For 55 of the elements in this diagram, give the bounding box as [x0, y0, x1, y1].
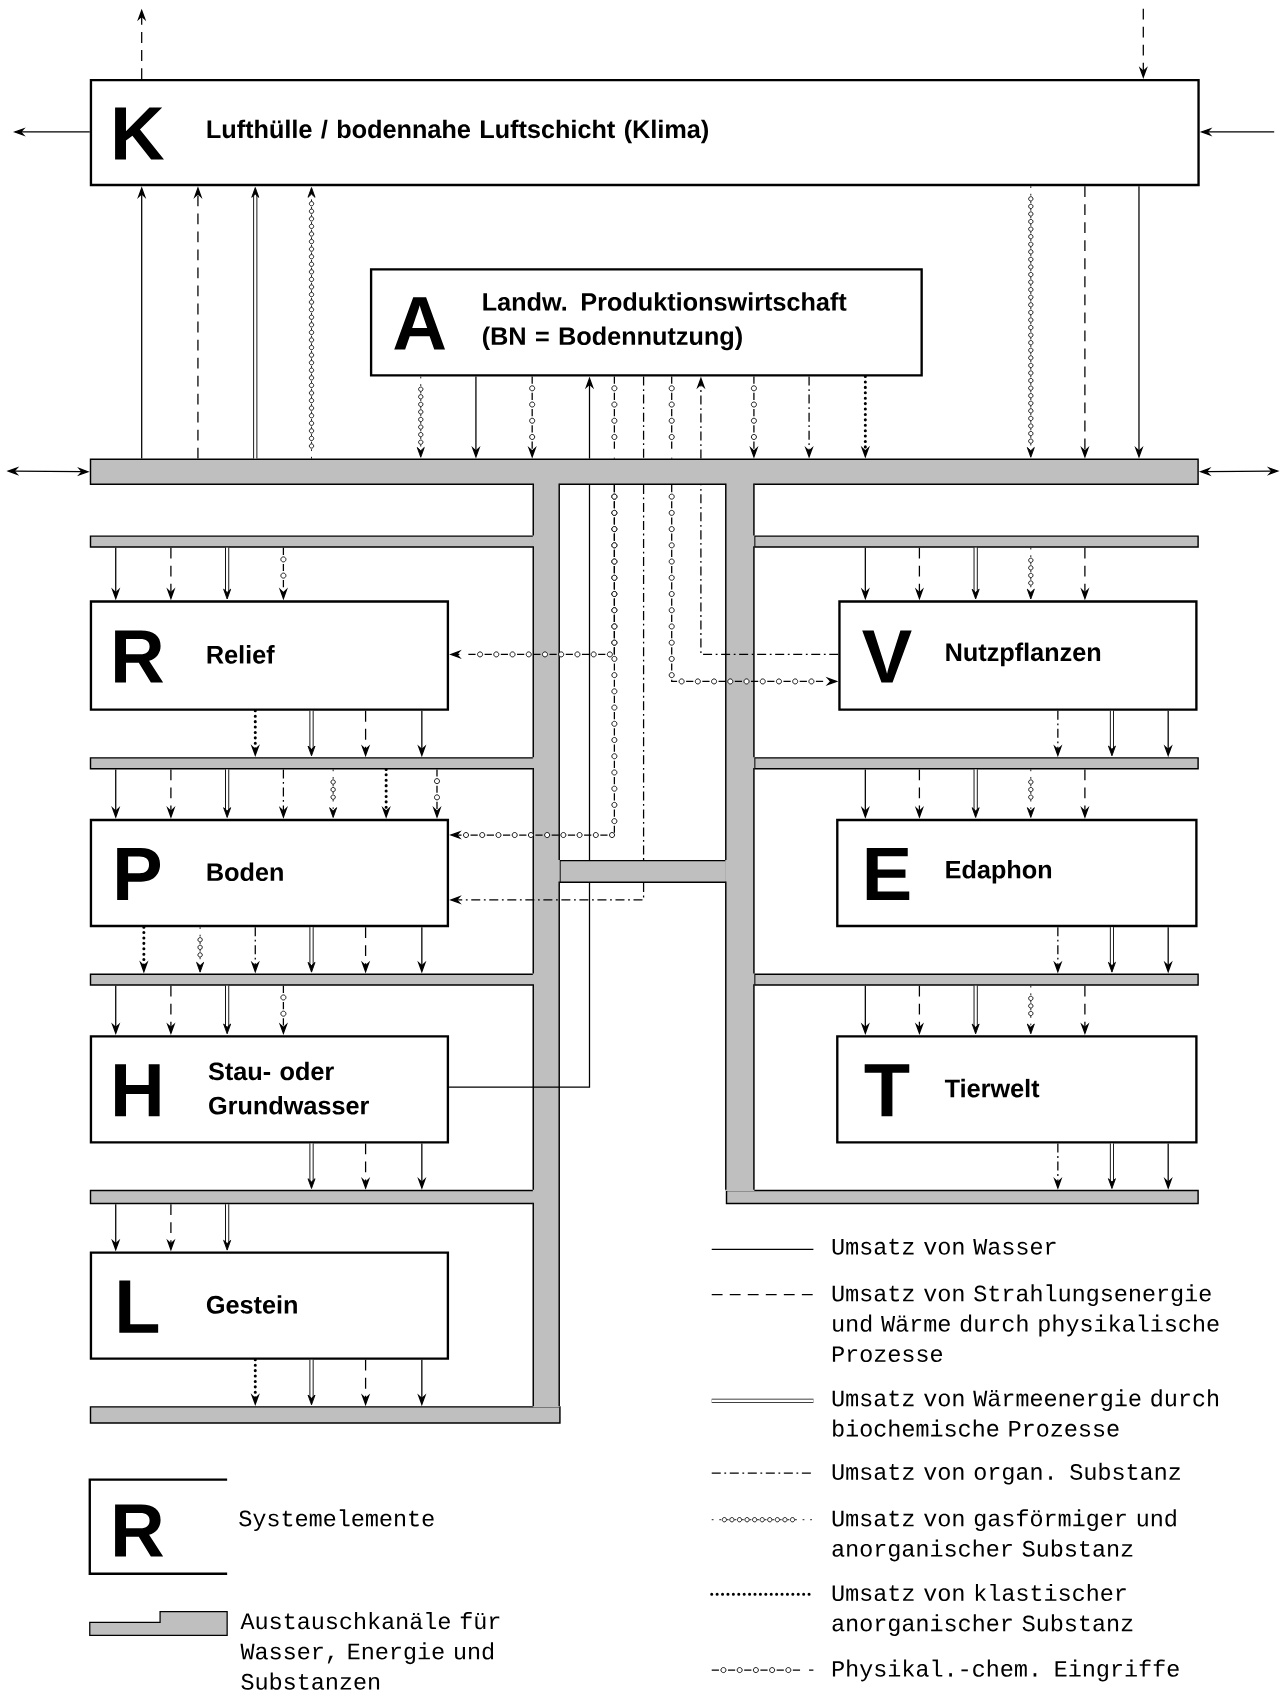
arrow [971, 547, 980, 600]
system-box: P Boden [89, 818, 450, 928]
system-box: A Landw. Produktionswirtschaft (BN = Bodennutzung) [369, 268, 923, 377]
arrow [1107, 1143, 1116, 1189]
channel-band [89, 458, 1199, 485]
arrow [971, 985, 980, 1035]
channel-band [89, 535, 535, 548]
system-box: K Lufthülle / bodennahe Luftschicht (Klima) [89, 78, 1200, 187]
system-box: L Gestein [89, 1251, 450, 1360]
arrow [223, 1204, 232, 1251]
legend-text: Umsatz von Strahlungsenergie und Wärme durch physikalische Prozesse [832, 1284, 1219, 1363]
legend-text: Systemelemente [239, 1509, 434, 1532]
arrow [307, 1359, 316, 1406]
system-box: R Relief [89, 600, 450, 711]
arrow [1026, 547, 1035, 600]
arrow [223, 547, 232, 600]
arrow [223, 985, 232, 1035]
arrow [196, 926, 205, 973]
arrow [416, 376, 425, 458]
channel-band [753, 757, 1199, 770]
channel-band [753, 535, 1199, 548]
arrow [307, 187, 316, 460]
arrow [971, 769, 980, 818]
system-box: H Stau- oder Grundwasser [89, 1035, 450, 1144]
box-letter: R [115, 1504, 164, 1557]
arrow [307, 710, 316, 757]
arrow [329, 768, 338, 818]
legend-text: Physikal.-chem. Eingriffe [832, 1659, 1179, 1682]
arrow [1026, 768, 1035, 818]
arrow [223, 769, 232, 818]
legend-text: Umsatz von Wasser [832, 1238, 1056, 1255]
legend-text: Umsatz von organ. Substanz [832, 1462, 1180, 1485]
system-box: V Nutzpflanzen [838, 600, 1198, 711]
channel-band [725, 1189, 1199, 1205]
arrow [668, 375, 675, 460]
arrow [1107, 710, 1116, 757]
channel-band [89, 973, 535, 986]
arrow [1026, 985, 1035, 1035]
arrow [307, 1143, 316, 1189]
arrow [1026, 185, 1035, 458]
arrow [1107, 927, 1116, 973]
system-box: E Edaphon [836, 818, 1198, 928]
arrow [251, 187, 260, 459]
legend-text: Austauschkanäle für Wasser, Energie und Substanzen [240, 1612, 500, 1690]
legend-text: Umsatz von Wärmeenergie durch biochemische Prozesse [832, 1389, 1218, 1437]
arrow [307, 927, 316, 973]
system-box: T Tierwelt [836, 1035, 1198, 1144]
channel-band [89, 757, 535, 770]
legend-text: Umsatz von gasförmiger und anorganischer Substanz [832, 1509, 1176, 1562]
channel-band [559, 859, 728, 883]
legend-text: Umsatz von klastischer anorganischer Substanz [832, 1583, 1133, 1636]
channel-band [89, 1189, 535, 1205]
channel-band [753, 973, 1199, 986]
arrow [611, 375, 618, 460]
channel-band [89, 1406, 561, 1424]
